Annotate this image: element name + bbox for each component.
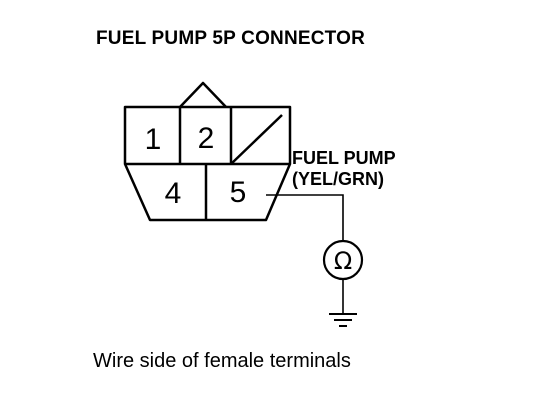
ohmmeter-icon: Ω — [322, 239, 364, 281]
connector-housing — [123, 81, 292, 222]
pin-4-label: 4 — [165, 177, 182, 210]
wire-name-label: FUEL PUMP — [292, 148, 396, 168]
ground-icon — [329, 313, 357, 327]
wire-color-label: (YEL/GRN) — [292, 169, 384, 189]
ohm-symbol: Ω — [334, 247, 352, 275]
diagram-caption: Wire side of female terminals — [93, 350, 351, 372]
test-lead-wire — [266, 194, 344, 241]
connector-lock-tab — [179, 81, 227, 108]
pin-2-label: 2 — [198, 122, 215, 155]
diagram-title: FUEL PUMP 5P CONNECTOR — [96, 28, 366, 49]
empty-cavity-slash — [230, 114, 283, 165]
pin-1-label: 1 — [145, 123, 162, 156]
pin-5-label: 5 — [230, 176, 247, 209]
